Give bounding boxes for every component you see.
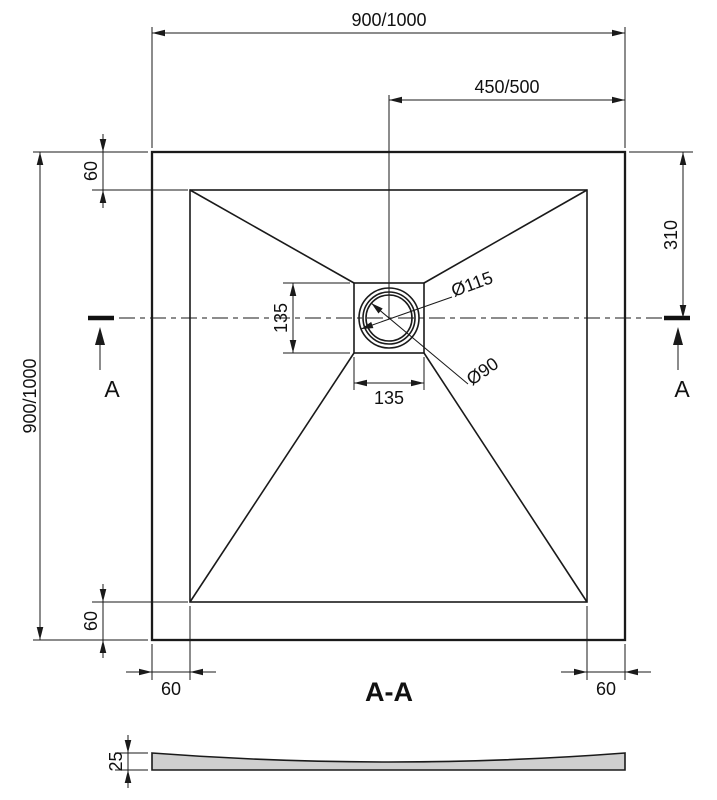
view-arrow-right-icon [673, 327, 683, 345]
arrowhead [99, 190, 107, 203]
arrowhead [99, 589, 107, 602]
arrowhead [371, 303, 383, 314]
dim-left-height: 900/1000 [20, 151, 148, 641]
arrowhead [139, 668, 152, 676]
dim-thickness: 25 [106, 735, 148, 788]
dim-label-thickness: 25 [106, 751, 126, 771]
dim-label-drain-height: 135 [271, 303, 291, 333]
arrowhead [36, 627, 44, 640]
dim-label-half-width: 450/500 [474, 77, 539, 97]
arrowhead [411, 379, 424, 387]
dim-label-outer-dia: Ø115 [449, 267, 496, 300]
dim-label-left-height: 900/1000 [20, 358, 40, 433]
dim-label-bottom-right: 60 [596, 679, 616, 699]
dim-drain-height: 135 [271, 282, 350, 354]
section-title: A-A [365, 677, 413, 707]
dim-bottom-right: 60 [561, 606, 651, 699]
dim-top-edge: 60 [81, 134, 188, 208]
arrowhead [612, 96, 625, 104]
callout-inner-diameter: Ø90 [371, 302, 502, 389]
arrowhead [625, 668, 638, 676]
diagonal-top-left [189, 189, 355, 284]
arrowhead [354, 379, 367, 387]
dim-right-offset: 310 [629, 151, 693, 318]
section-mark-left: A [104, 376, 120, 402]
dim-label-right-offset: 310 [661, 220, 681, 250]
arrowhead [99, 640, 107, 653]
arrowhead [679, 305, 687, 318]
arrowhead [36, 152, 44, 165]
slope-diagonals [189, 189, 588, 603]
arrowhead [190, 668, 203, 676]
arrowhead [152, 29, 165, 37]
callout-outer-diameter: Ø115 [360, 267, 496, 330]
diagonal-top-right [423, 189, 588, 284]
dim-label-bottom-edge: 60 [81, 611, 101, 631]
dim-label-top-edge: 60 [81, 161, 101, 181]
leader-line [371, 302, 469, 385]
dim-top-width: 900/1000 [151, 10, 626, 148]
dim-label-top-width: 900/1000 [351, 10, 426, 30]
arrowhead [289, 340, 297, 353]
section-view: A-A 25 [106, 677, 626, 788]
dim-bottom-left: 60 [126, 606, 216, 699]
dim-label-bottom-left: 60 [161, 679, 181, 699]
arrowhead [612, 29, 625, 37]
dim-bottom-edge: 60 [81, 584, 188, 658]
arrowhead [124, 770, 132, 783]
tray-profile [151, 752, 626, 771]
arrowhead [289, 283, 297, 296]
section-mark-right: A [674, 376, 690, 402]
leader-line [360, 296, 453, 330]
view-arrow-left-icon [95, 327, 105, 345]
dim-half-width: 450/500 [388, 77, 625, 318]
arrowhead [574, 668, 587, 676]
arrowhead [124, 740, 132, 753]
dim-drain-width: 135 [353, 357, 425, 408]
diagonal-bottom-right [423, 352, 588, 603]
arrowhead [389, 96, 402, 104]
diagonal-bottom-left [189, 352, 355, 603]
dim-label-drain-width: 135 [374, 388, 404, 408]
arrowhead [361, 321, 374, 329]
dim-label-inner-dia: Ø90 [463, 353, 502, 389]
arrowhead [99, 139, 107, 152]
arrowhead [679, 152, 687, 165]
